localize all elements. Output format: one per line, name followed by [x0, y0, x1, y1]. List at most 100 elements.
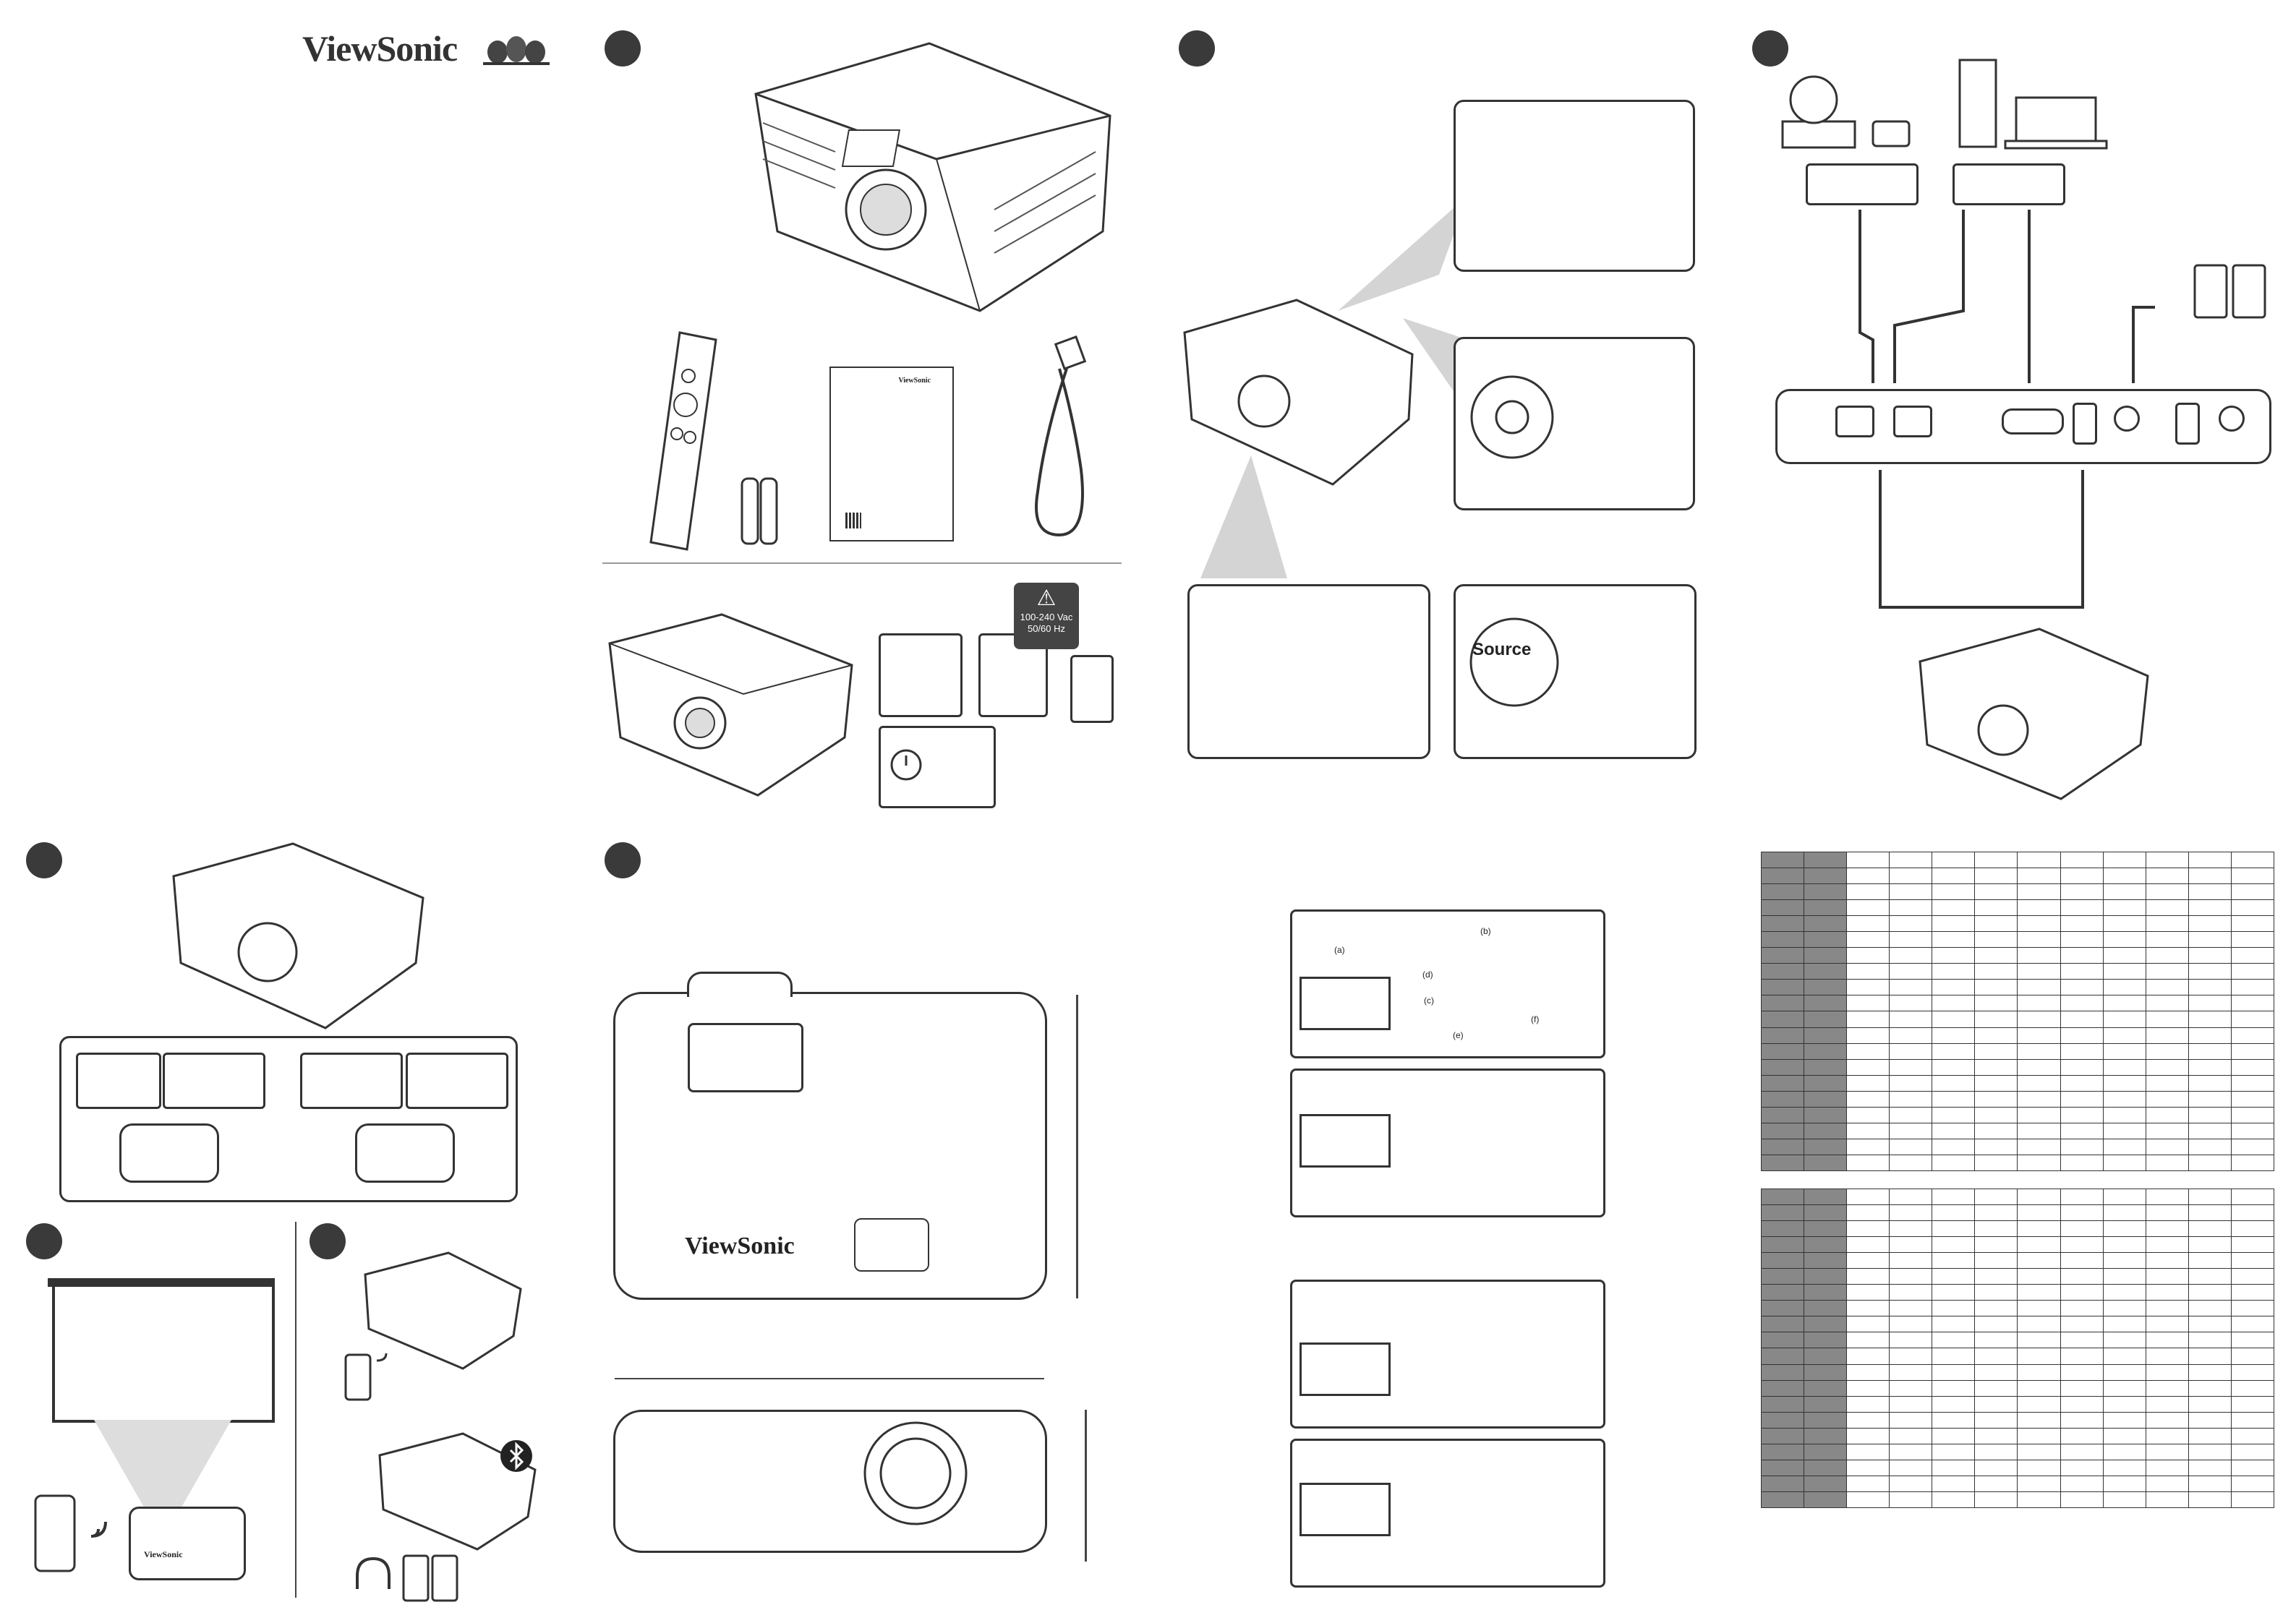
table-row: [1760, 1106, 2275, 1123]
table-cell: [2102, 851, 2146, 869]
dvd-player-icon: [1781, 75, 1856, 149]
table-cell: [1974, 1268, 2018, 1285]
projector-front-view: [613, 1410, 1047, 1553]
table-cell: [2145, 947, 2189, 964]
dc-power-port[interactable]: [2219, 406, 2245, 432]
table-cell: [2145, 883, 2189, 901]
table-cell: [2102, 1363, 2146, 1381]
table-cell: [1804, 883, 1848, 901]
usb-port-1[interactable]: [2073, 403, 2097, 445]
table-cell: [1932, 1204, 1976, 1222]
table-cell: [2230, 1395, 2275, 1413]
table-cell: [1932, 947, 1976, 964]
table-cell: [1932, 1427, 1976, 1444]
table-cell: [2060, 1220, 2104, 1238]
table-cell: [2188, 868, 2232, 885]
table-cell: [2145, 1363, 2189, 1381]
table-cell: [2060, 1154, 2104, 1172]
table-cell: [1974, 1395, 2018, 1413]
table-cell: [2230, 1154, 2275, 1172]
width-dimension-line: [615, 1378, 1044, 1379]
table-cell: [2188, 1154, 2232, 1172]
table-cell: [2060, 883, 2104, 901]
table-cell: [1974, 1379, 2018, 1397]
audio-out-port[interactable]: [2114, 406, 2140, 432]
table-cell: [2017, 1188, 2061, 1206]
table-cell: [2145, 1459, 2189, 1476]
table-cell: [2230, 1122, 2275, 1139]
table-cell: [1889, 1443, 1933, 1460]
table-cell: [1760, 1268, 1805, 1285]
quick-start-guide-doc: ViewSonic: [829, 367, 954, 541]
hdmi-port-2[interactable]: [1893, 406, 1932, 437]
table-cell: [2017, 915, 2061, 933]
screen-after-right: [406, 1053, 508, 1109]
table-row: [1760, 1236, 2275, 1254]
table-cell: [1932, 1379, 1976, 1397]
table-cell: [2060, 1122, 2104, 1139]
zoom-lever-left[interactable]: [119, 1123, 219, 1183]
table-row: [1760, 1395, 2275, 1413]
table-cell: [2017, 1220, 2061, 1238]
table-cell: [2188, 947, 2232, 964]
table-cell: [1804, 851, 1848, 869]
table-cell: [2102, 1411, 2146, 1429]
table-cell: [1974, 1220, 2018, 1238]
table-cell: [1760, 1300, 1805, 1317]
table-cell: [1846, 979, 1890, 996]
table-cell: [1760, 1204, 1805, 1222]
table-row: [1760, 899, 2275, 917]
table-cell: [1804, 1443, 1848, 1460]
table-cell: [2102, 915, 2146, 933]
table-cell: [2017, 883, 2061, 901]
diagram-4-screen: [1299, 1483, 1391, 1536]
table-cell: [2188, 1252, 2232, 1269]
bt-speakers-icon: [402, 1554, 458, 1602]
table-cell: [2102, 1122, 2146, 1139]
projection-table-1: [1760, 851, 2275, 1172]
table-cell: [2188, 1491, 2232, 1509]
table-cell: [2102, 1090, 2146, 1108]
table-cell: [2017, 979, 2061, 996]
table-cell: [2145, 931, 2189, 948]
table-cell: [1760, 1138, 1805, 1155]
table-cell: [1804, 1332, 1848, 1349]
table-cell: [2102, 947, 2146, 964]
table-cell: [1974, 979, 2018, 996]
table-cell: [1804, 1220, 1848, 1238]
table-row: [1760, 883, 2275, 901]
table-row: [1760, 1252, 2275, 1269]
table-cell: [2017, 1268, 2061, 1285]
table-cell: [1846, 963, 1890, 980]
projection-diagram-2: [1290, 1069, 1605, 1217]
table-cell: [2102, 1204, 2146, 1222]
usb-port-2[interactable]: [2175, 403, 2200, 445]
control-keypad[interactable]: [854, 1218, 929, 1272]
hdmi-port-1[interactable]: [1835, 406, 1874, 437]
table-cell: [2188, 1379, 2232, 1397]
table-cell: [2102, 1395, 2146, 1413]
table-row: [1760, 1459, 2275, 1476]
table-cell: [2102, 1459, 2146, 1476]
table-cell: [2188, 1316, 2232, 1333]
table-row: [1760, 1268, 2275, 1285]
table-cell: [2060, 1459, 2104, 1476]
table-cell: [1846, 1220, 1890, 1238]
frequency-text: 50/60 Hz: [1027, 623, 1066, 634]
table-cell: [2145, 963, 2189, 980]
zoom-lever-right[interactable]: [355, 1123, 455, 1183]
power-plug-in-panel: [1454, 100, 1695, 272]
table-cell: [2230, 1268, 2275, 1285]
table-cell: [1932, 1300, 1976, 1317]
table-row: [1760, 947, 2275, 964]
vga-port[interactable]: [2002, 408, 2064, 434]
table-cell: [2188, 1236, 2232, 1254]
table-cell: [1974, 1491, 2018, 1509]
table-cell: [2102, 1379, 2146, 1397]
table-cell: [2060, 1042, 2104, 1060]
table-cell: [2145, 1411, 2189, 1429]
depth-dimension-line: [1085, 1410, 1087, 1562]
table-cell: [2145, 851, 2189, 869]
table-cell: [2145, 1074, 2189, 1092]
headphones-icon: [356, 1556, 391, 1589]
